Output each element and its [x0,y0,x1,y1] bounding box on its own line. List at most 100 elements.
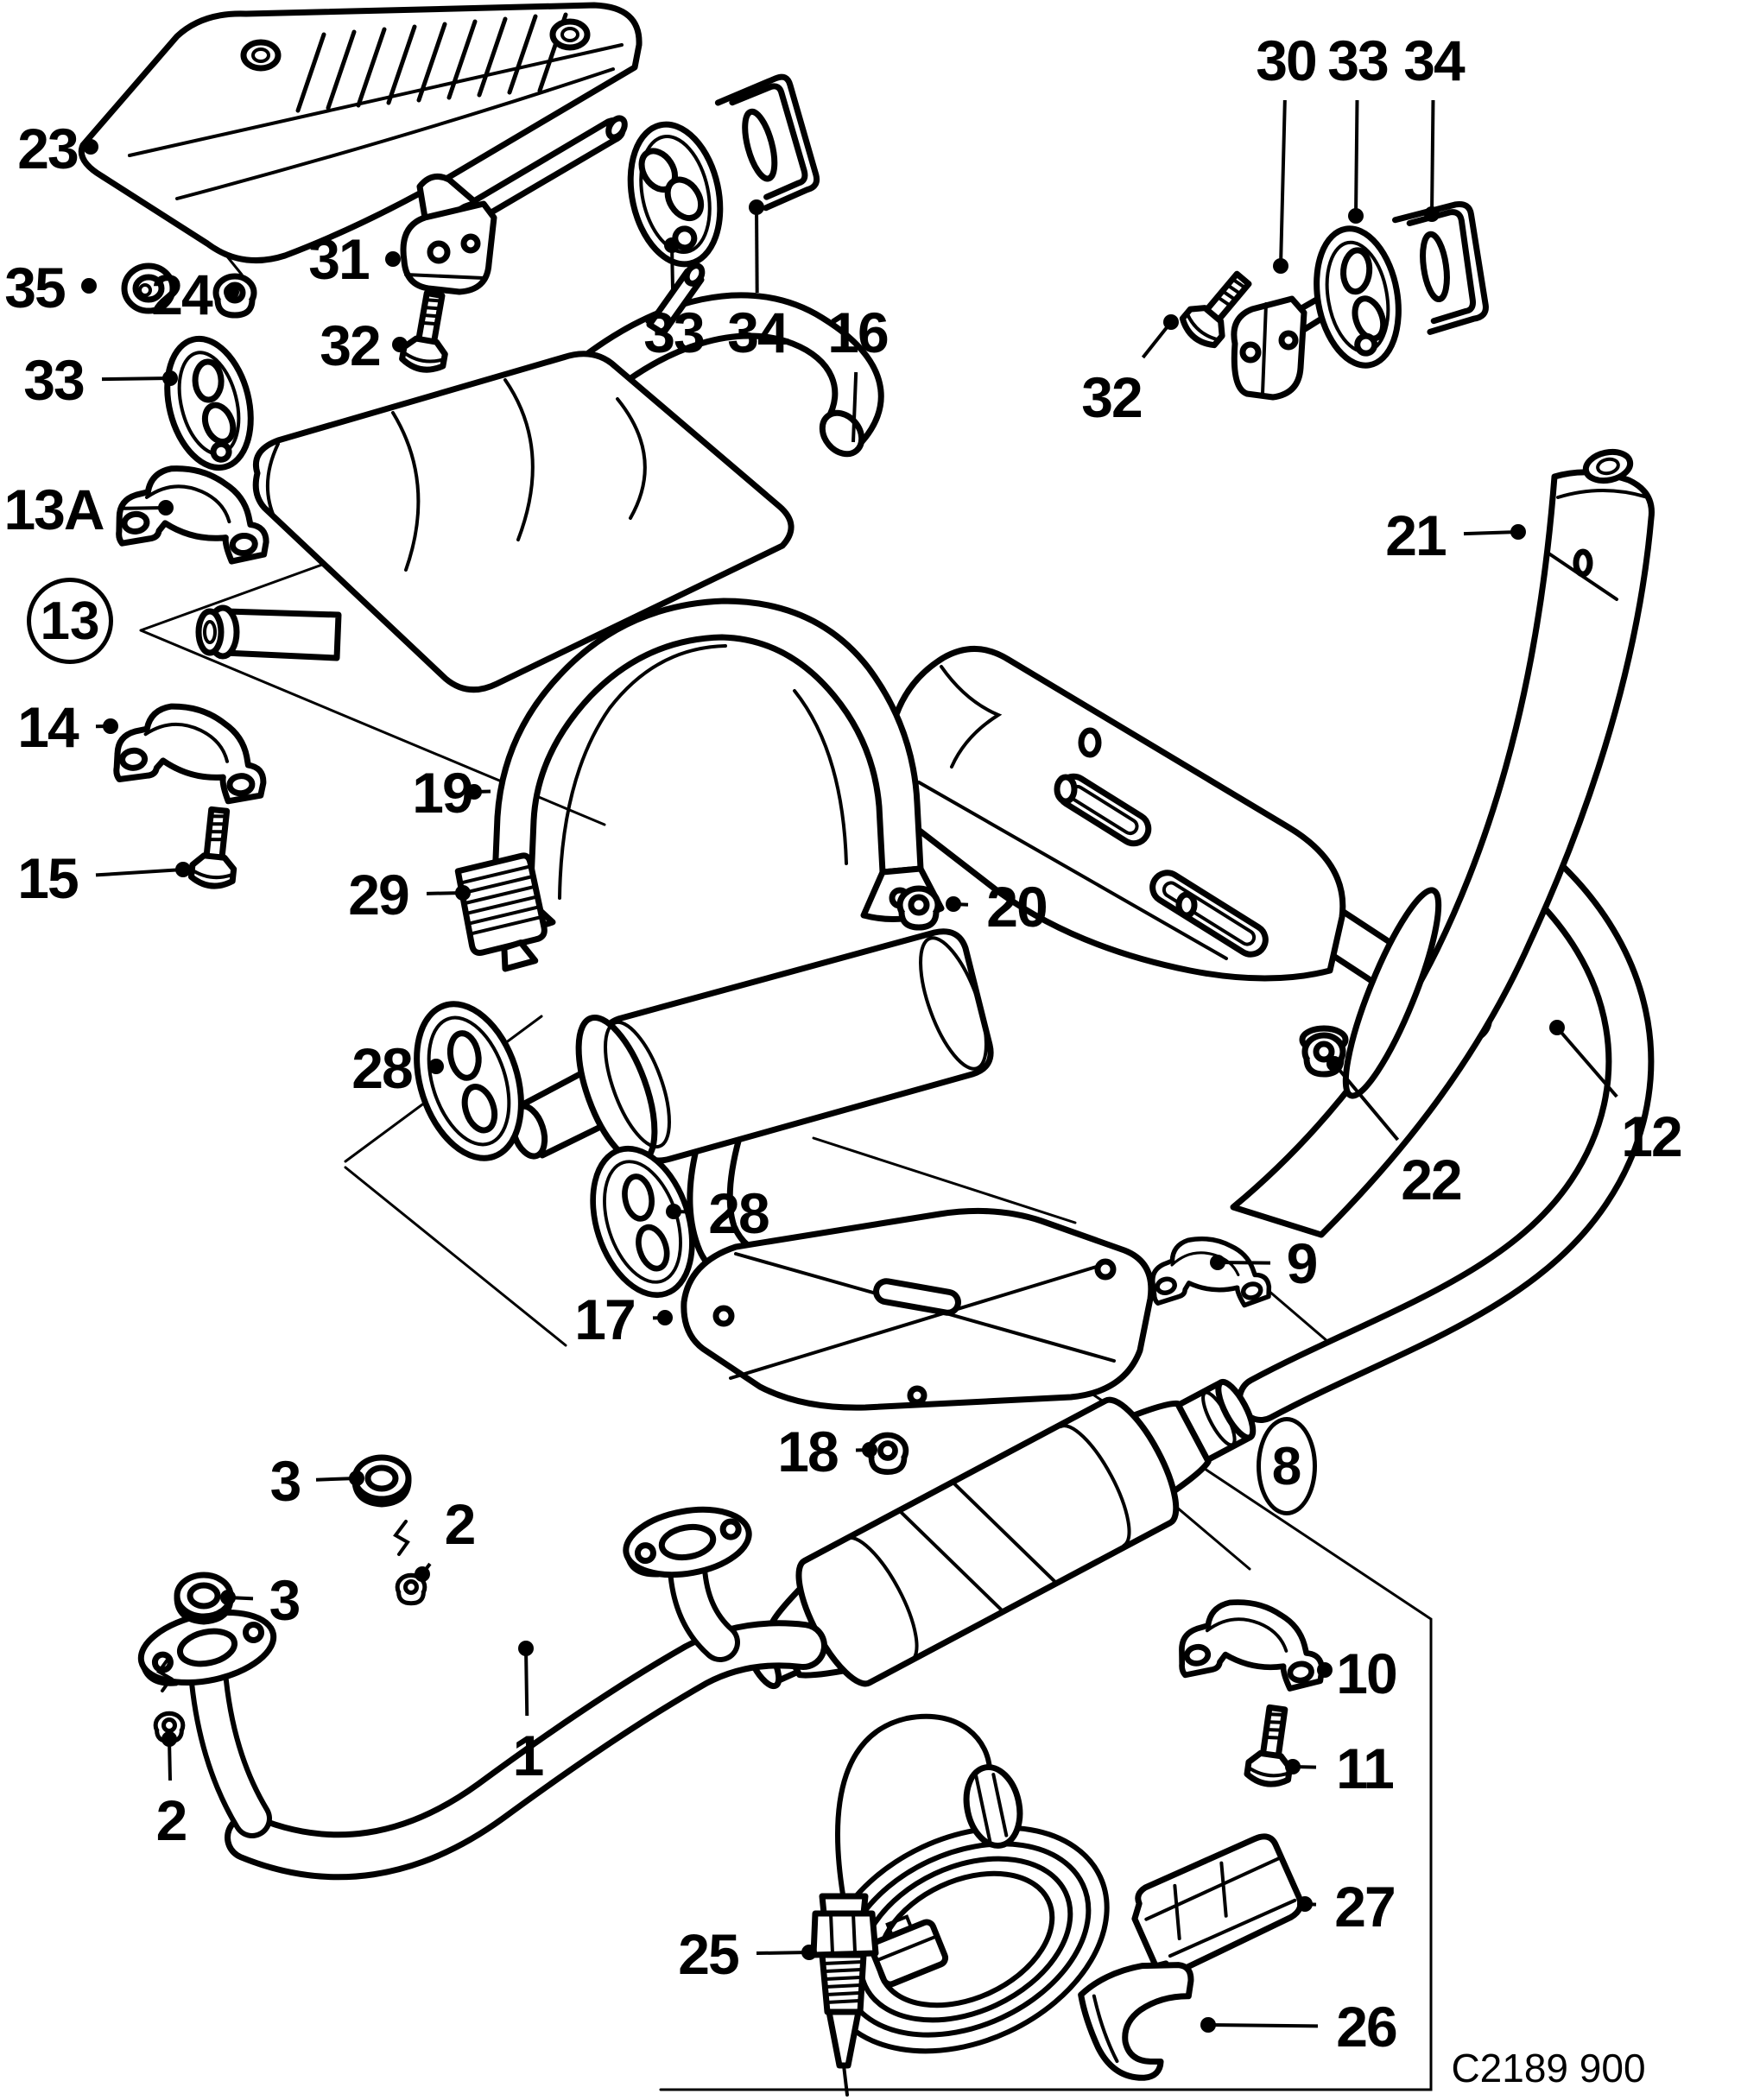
leader-dot-25 [801,1945,817,1960]
leader-dot-34 [1424,206,1440,222]
callout-25: 25 [678,1922,739,1986]
leader-dot-32 [1163,314,1179,330]
callout-2: 2 [444,1492,477,1556]
leader-dot-3 [349,1471,364,1486]
callout-3: 3 [269,1568,301,1632]
connector-plug [868,1914,949,1988]
part-heat-shield-rear [78,2,643,263]
callout-19: 19 [412,761,473,825]
connector-oval [963,1764,1023,1849]
leader-34 [1430,99,1435,215]
part-spring-clip [1078,1962,1194,2081]
leader-dot-33 [664,237,680,253]
part-spacer-block [454,852,548,972]
leader-dot-28 [666,1204,681,1219]
callout-18: 18 [777,1420,839,1483]
leader-dot-22 [1326,1056,1342,1072]
leader-13A [118,506,167,510]
leader-dot-2 [161,1731,177,1747]
leader-dot-33 [1348,208,1364,224]
leader-dot-21 [1510,524,1526,540]
callout-21: 21 [1385,503,1447,567]
part-front-pipe [137,1506,827,1881]
part-stud-nut-b [155,1658,183,1742]
leader-dot-19 [466,784,482,800]
diagram-code: C2189 900 [1451,2046,1646,2091]
part-ring-seal-a [351,1454,412,1508]
part-flange-gasket-b [590,1145,695,1299]
leader-33 [1354,99,1359,217]
part-front-heat-shield [884,646,1346,982]
leader-dot-31 [385,251,401,267]
part-rubber-hanger-b [627,121,724,268]
leader-dot-12 [1549,1020,1565,1035]
callout-35: 35 [4,256,66,319]
callout-10: 10 [1336,1641,1397,1705]
leader-dot-30 [1273,258,1288,274]
callout-27: 27 [1334,1875,1396,1939]
leader-dot-33 [162,370,178,386]
callout-29: 29 [348,863,409,927]
callout-26: 26 [1336,1995,1397,2059]
callout-34: 34 [727,300,788,364]
leader-25 [756,1951,810,1956]
leader-dot-20 [946,896,961,912]
callout-12: 12 [1621,1104,1682,1168]
callout-31: 31 [308,227,370,291]
part-bracket-with-pin-31 [400,115,628,295]
leader-26 [1207,2023,1319,2028]
part-catalyst-heat-shield [681,1207,1155,1411]
callout-33: 33 [643,300,705,364]
leader-dot-35 [81,278,97,294]
callout-3: 3 [269,1449,302,1513]
callout-16: 16 [827,300,889,364]
leader-dot-26 [1200,2017,1216,2033]
callout-33: 33 [23,348,85,412]
callout-32: 32 [320,313,381,377]
callout-30: 30 [1256,28,1317,92]
callout-2: 2 [155,1788,188,1852]
leader-1 [524,1648,529,1717]
callout-14: 14 [17,695,79,759]
part-stud-nut-a [393,1520,425,1603]
group-balloon-13: 13 [27,578,113,664]
leader-dot-32 [392,337,408,352]
leader-33 [670,244,675,294]
callout-11: 11 [1336,1736,1395,1800]
leader-dot-29 [455,885,471,901]
callout-9: 9 [1286,1231,1319,1295]
leader-dot-23 [83,139,98,155]
callout-20: 20 [986,875,1048,939]
callout-33: 33 [1327,28,1389,92]
callout-15: 15 [17,846,79,910]
leader-dot-18 [862,1442,877,1458]
leader-dot-2 [415,1566,430,1582]
part-rear-muffler [195,262,884,693]
leader-30 [1279,99,1287,267]
leader-21 [1463,530,1519,536]
leader-dot-13A [158,500,174,516]
group-balloon-8: 8 [1257,1417,1317,1515]
part-retainer-clip-a [714,73,820,212]
leader-33 [101,376,171,382]
leader-dot-11 [1285,1759,1301,1774]
leader-dot-34 [749,199,764,215]
part-flange-gasket-a [414,1001,524,1161]
leader-dot-28 [428,1059,444,1074]
callout-24: 24 [151,262,212,326]
leader-dot-14 [103,718,118,734]
callout-28: 28 [351,1036,413,1100]
leader-dot-17 [657,1310,673,1325]
leader-9 [1217,1261,1271,1265]
leader-dot-10 [1317,1662,1333,1678]
part-down-pipe [1230,448,1655,1238]
leader-15 [95,868,184,877]
callout-13A: 13A [3,478,104,541]
leader-dot-27 [1297,1896,1313,1912]
leader-dot-1 [518,1641,534,1656]
part-rubber-hanger-c [1314,225,1402,369]
part-oxygen-sensor [810,1713,1110,2097]
